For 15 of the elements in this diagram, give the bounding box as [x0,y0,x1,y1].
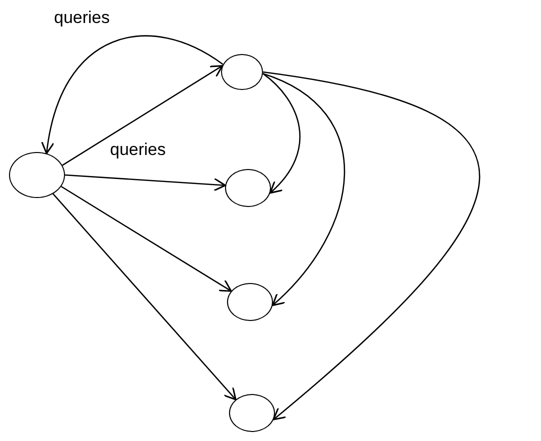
arrow [52,193,236,400]
node-circle [225,169,271,207]
arrow [62,65,224,166]
node-circle [227,283,273,321]
node-circle [229,394,275,432]
arrow [262,73,301,194]
arrow [64,174,226,192]
arrow [262,72,345,306]
arrow [60,186,232,292]
edge-label: queries [108,140,168,160]
arrow [262,71,480,420]
node-circle [9,152,65,198]
edge-label: queries [52,8,112,28]
node-circle [221,54,263,90]
arrow [42,35,224,154]
